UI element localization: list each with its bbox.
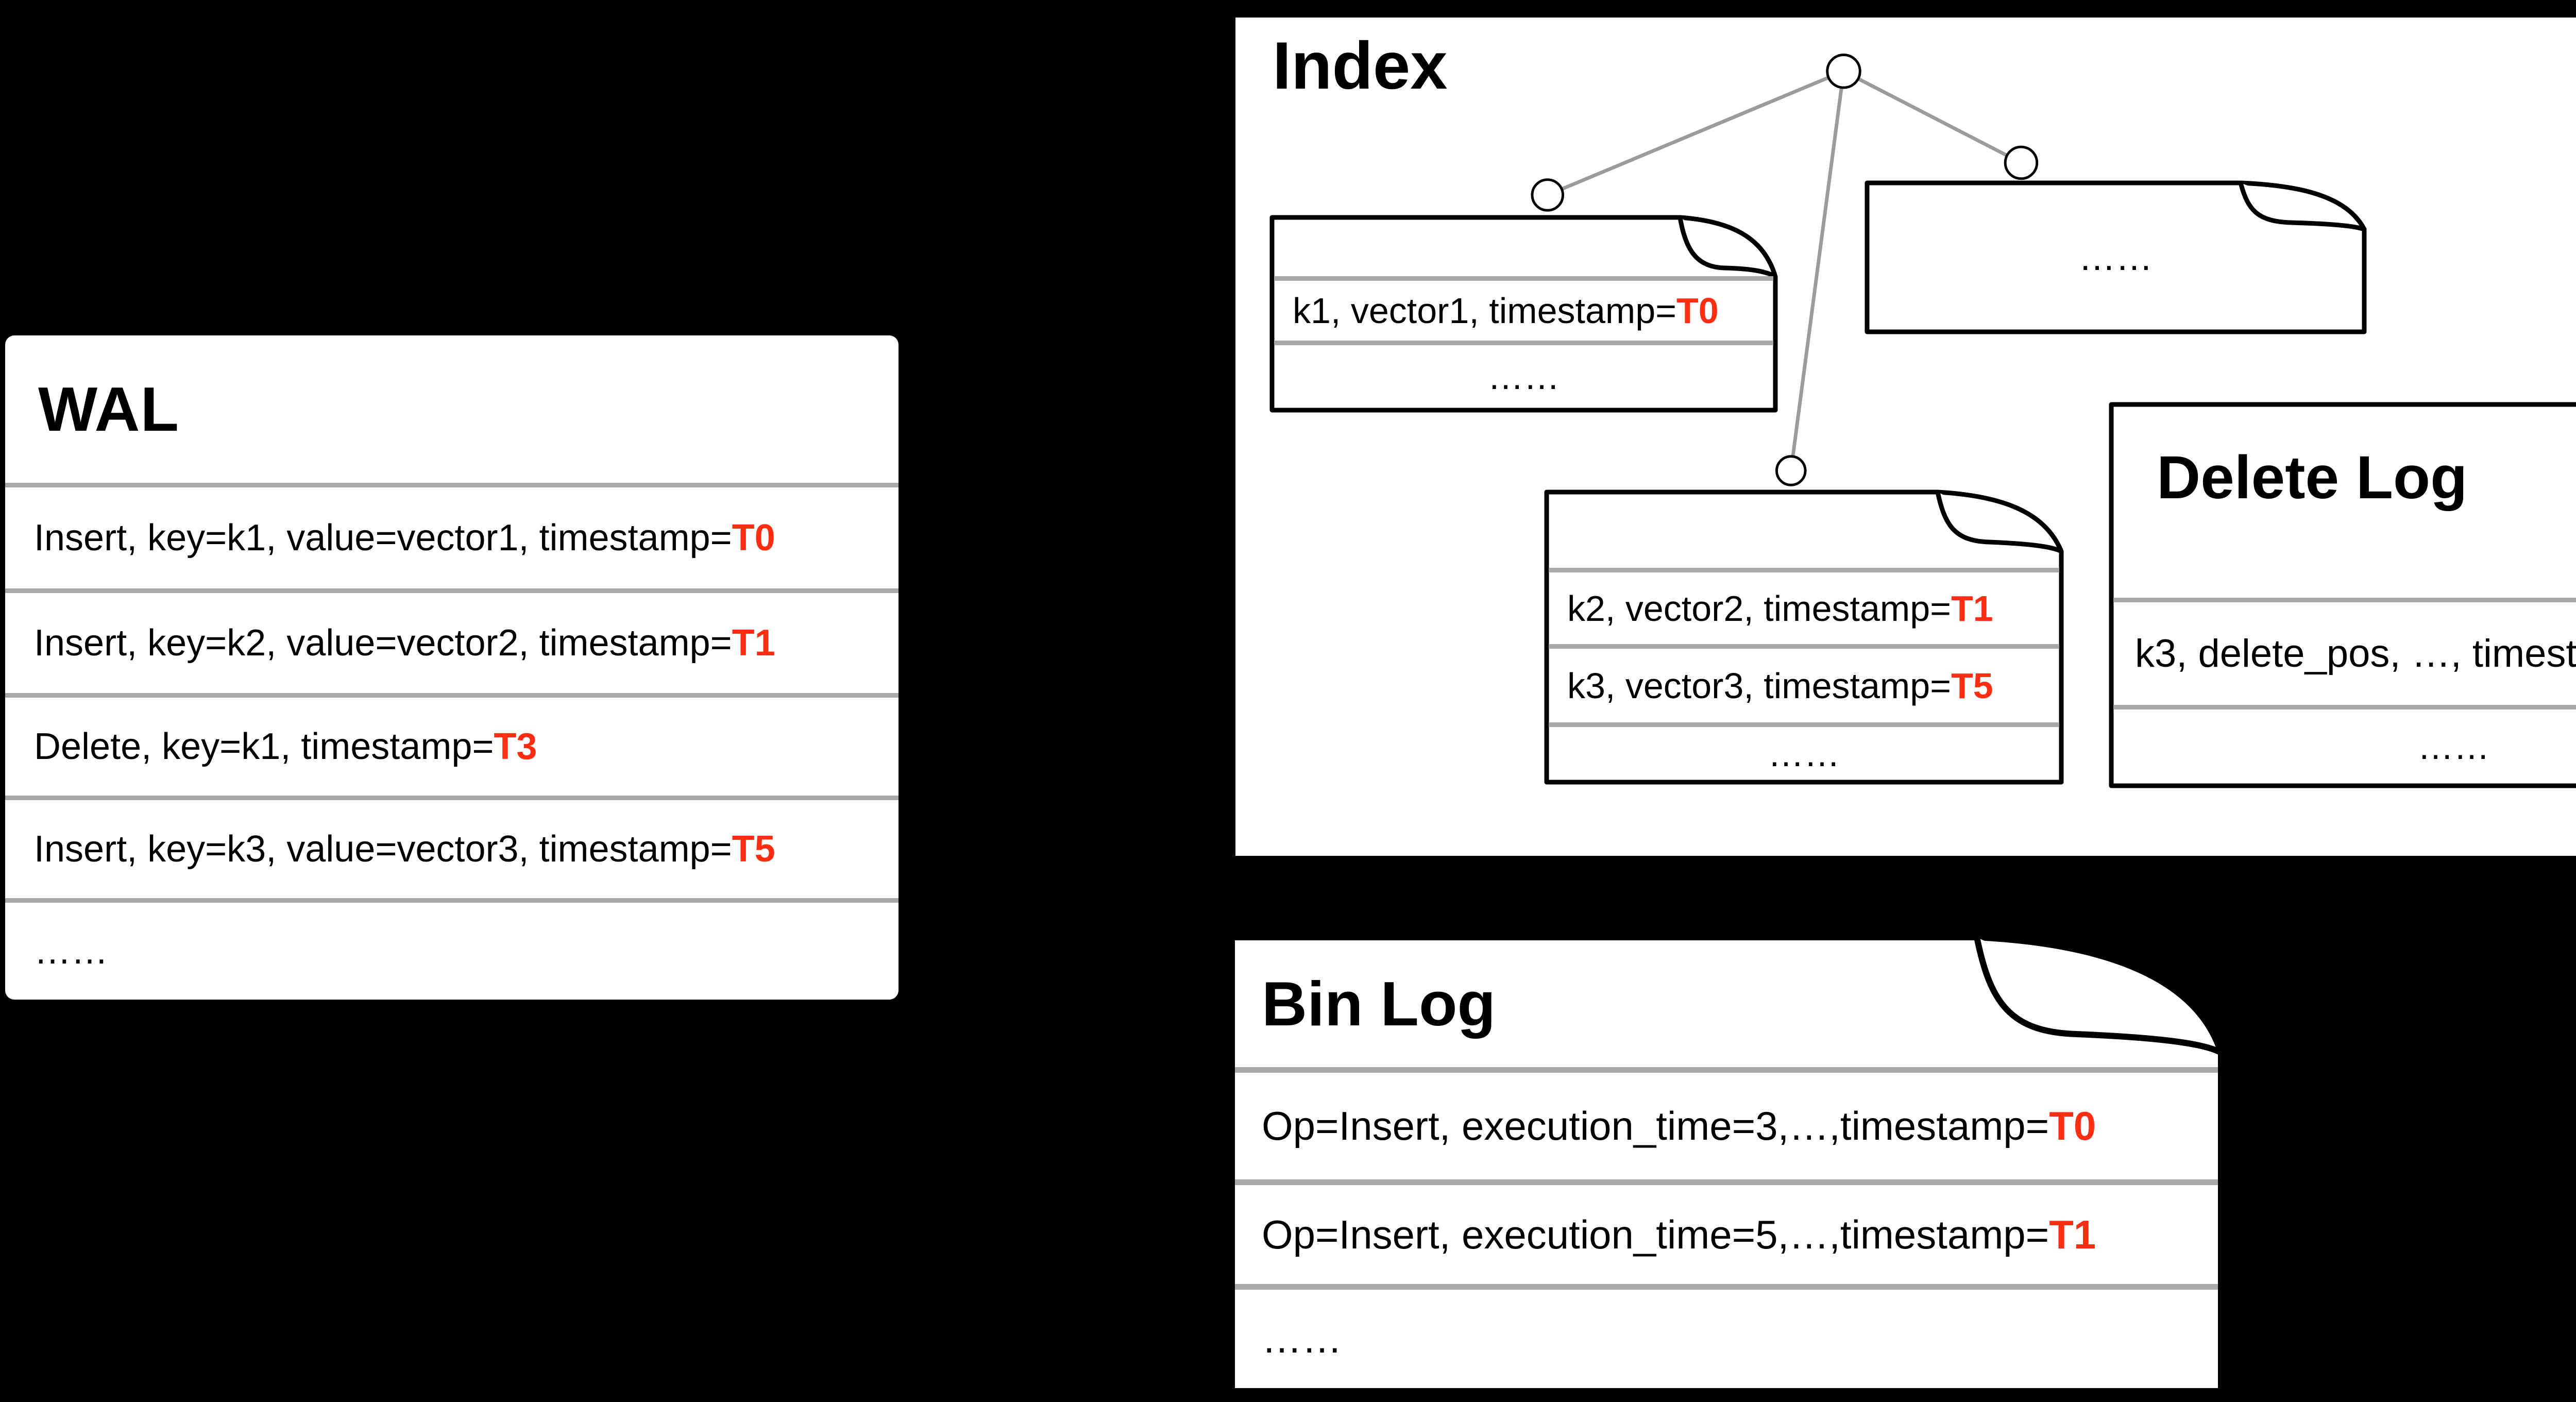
document-shape <box>2109 402 2576 788</box>
wal-row-text: Insert, key=k3, value=vector3, timestamp… <box>34 829 732 870</box>
document-shape <box>1865 180 2367 334</box>
delete-log-title: Delete Log <box>2157 444 2468 512</box>
tree-left-node-icon <box>1531 178 1565 212</box>
ellipsis-row: …… <box>2078 237 2153 278</box>
wal-row: Delete, key=k1, timestamp=T3 <box>5 693 899 796</box>
entry-text: k3, delete_pos, …, timestamp= <box>2135 632 2576 675</box>
document-rows: k2, vector2, timestamp=T1 k3, vector3, t… <box>1549 494 2059 780</box>
bin-log-entry-row: Op=Insert, execution_time=3,…,timestamp=… <box>1235 1067 2218 1179</box>
entry-text: k2, vector2, timestamp= <box>1567 588 1952 629</box>
index-entry-row: k3, vector3, timestamp=T5 <box>1549 644 2059 722</box>
wal-row-text: Delete, key=k1, timestamp= <box>34 726 494 767</box>
ellipsis-row: …… <box>2113 705 2576 784</box>
document-header <box>1274 219 1773 276</box>
tree-edge <box>1547 70 1844 197</box>
ellipsis-row: …… <box>1549 722 2059 780</box>
delete-log-entry-row: k3, delete_pos, …, timestamp=T3 <box>2113 598 2576 705</box>
document-rows: …… <box>1869 185 2362 330</box>
delete-log-document: Delete Log k3, delete_pos, …, timestamp=… <box>2109 402 2576 788</box>
entry-text: Op=Insert, execution_time=3,…,timestamp= <box>1262 1103 2049 1148</box>
document-rows: Delete Log k3, delete_pos, …, timestamp=… <box>2113 407 2576 784</box>
ellipsis-row: …… <box>1235 1284 2218 1388</box>
timestamp-highlight: T1 <box>2049 1211 2096 1257</box>
index-entry-row: k2, vector2, timestamp=T1 <box>1549 568 2059 644</box>
index-title: Index <box>1273 28 1448 103</box>
timestamp-highlight: T0 <box>1676 291 1719 331</box>
document-rows: Bin Log Op=Insert, execution_time=3,…,ti… <box>1235 940 2218 1388</box>
timestamp-highlight: T1 <box>1951 588 1993 629</box>
timestamp-highlight: T3 <box>494 726 537 767</box>
timestamp-highlight: T0 <box>732 517 775 559</box>
timestamp-highlight: T1 <box>732 622 775 664</box>
tree-right-node-icon <box>2004 145 2039 180</box>
bin-log-title: Bin Log <box>1262 969 1496 1039</box>
document-shape <box>1544 489 2064 785</box>
bin-log-document: Bin Log Op=Insert, execution_time=3,…,ti… <box>1229 934 2224 1394</box>
document-header <box>1549 494 2059 568</box>
document-shape <box>1269 215 1778 413</box>
document-rows: k1, vector1, timestamp=T0 …… <box>1274 219 1773 408</box>
ellipsis-row: …… <box>1274 341 1773 408</box>
bin-log-entry-row: Op=Insert, execution_time=5,…,timestamp=… <box>1235 1179 2218 1284</box>
timestamp-highlight: T5 <box>732 829 775 870</box>
wal-row: Insert, key=k2, value=vector2, timestamp… <box>5 588 899 693</box>
wal-row: Insert, key=k1, value=vector1, timestamp… <box>5 483 899 588</box>
timestamp-highlight: T5 <box>1951 665 1993 706</box>
wal-panel: WAL Insert, key=k1, value=vector1, times… <box>5 335 899 1000</box>
index-segment-k2-k3-document: k2, vector2, timestamp=T1 k3, vector3, t… <box>1544 489 2064 785</box>
wal-title: WAL <box>38 374 180 444</box>
tree-edge <box>1789 71 1845 471</box>
entry-text: k3, vector3, timestamp= <box>1567 665 1952 706</box>
document-shape <box>1229 934 2224 1394</box>
ellipsis-row: …… <box>5 898 899 1000</box>
index-segment-more-document: …… <box>1865 180 2367 334</box>
wal-row-text: Insert, key=k1, value=vector1, timestamp… <box>34 517 732 559</box>
tree-root-node-icon <box>1826 53 1861 89</box>
tree-edge <box>1842 70 2022 165</box>
entry-text: Op=Insert, execution_time=5,…,timestamp= <box>1262 1211 2049 1257</box>
tree-middle-node-icon <box>1775 455 1807 486</box>
wal-row-text: Insert, key=k2, value=vector2, timestamp… <box>34 622 732 664</box>
index-panel: Index k1, vector1, t <box>1232 14 2576 859</box>
wal-row: Insert, key=k3, value=vector3, timestamp… <box>5 796 899 898</box>
index-segment-k1-document: k1, vector1, timestamp=T0 …… <box>1269 215 1778 413</box>
entry-text: k1, vector1, timestamp= <box>1293 291 1677 331</box>
index-entry-row: k1, vector1, timestamp=T0 <box>1274 276 1773 341</box>
timestamp-highlight: T0 <box>2049 1103 2096 1148</box>
